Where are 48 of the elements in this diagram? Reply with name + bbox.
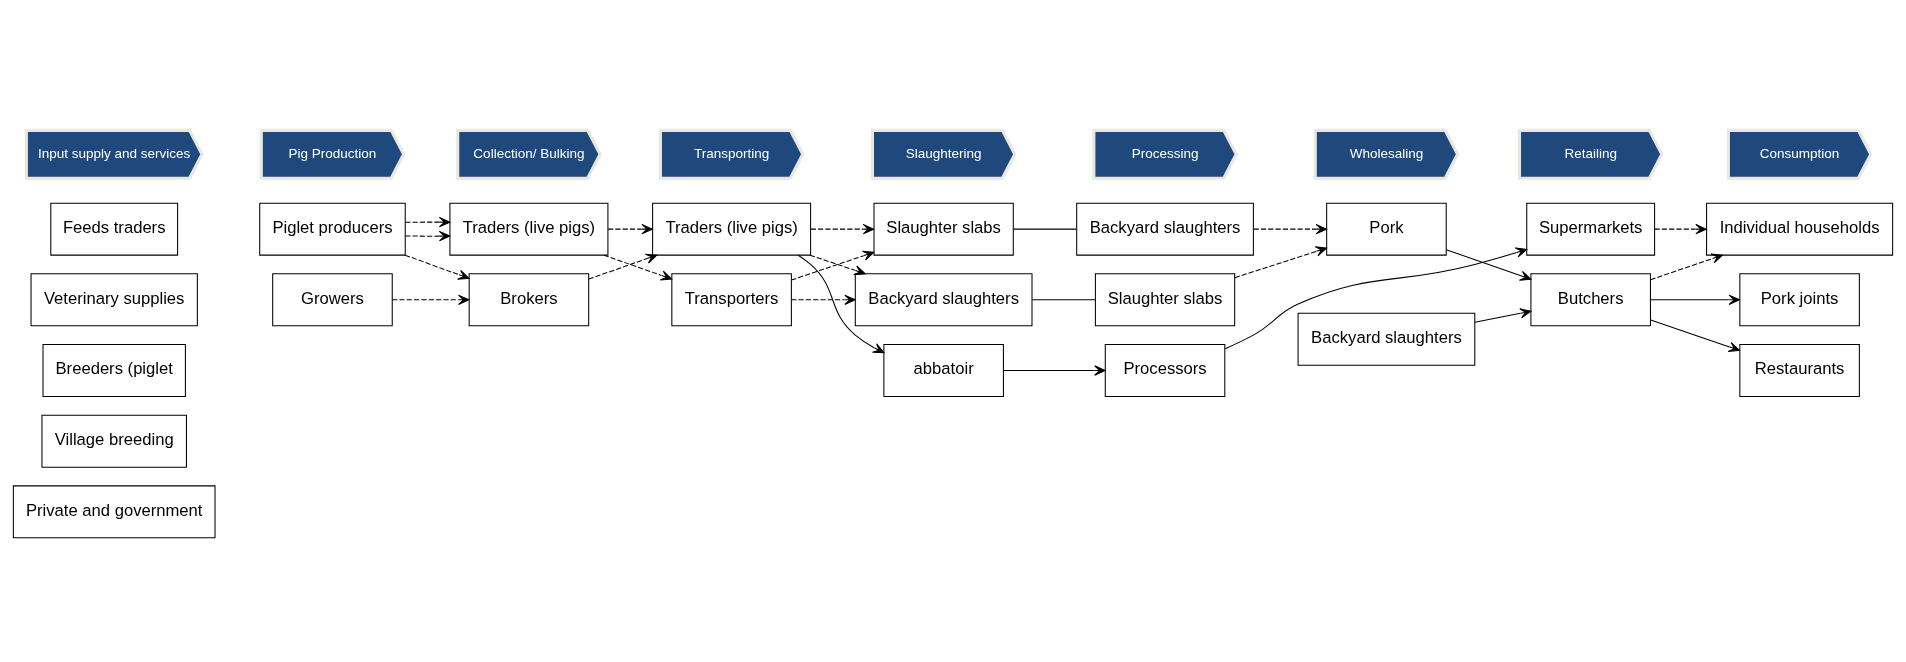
arrow bbox=[1224, 247, 1528, 350]
node-box: Individual households bbox=[1706, 202, 1894, 256]
arrow bbox=[607, 223, 653, 235]
node-box: Feeds traders bbox=[50, 202, 179, 256]
node-box: Restaurants bbox=[1739, 344, 1860, 397]
arrow bbox=[391, 294, 470, 305]
arrow bbox=[404, 216, 451, 228]
arrow bbox=[1002, 365, 1106, 376]
arrow bbox=[809, 254, 866, 276]
arrow bbox=[404, 254, 470, 280]
arrow bbox=[1474, 308, 1532, 323]
arrow bbox=[810, 223, 875, 235]
node-box: Brokers bbox=[468, 273, 590, 327]
node-box: Pork joints bbox=[1739, 273, 1860, 327]
arrow bbox=[1445, 249, 1532, 281]
node-box: Pork bbox=[1326, 202, 1447, 256]
node-box: Processors bbox=[1104, 344, 1226, 397]
arrow bbox=[603, 254, 673, 281]
arrow bbox=[404, 230, 451, 242]
node-box: Veterinary supplies bbox=[30, 273, 198, 327]
node-box: Backyard slaughters bbox=[1076, 202, 1254, 256]
arrow bbox=[1650, 294, 1740, 305]
arrow bbox=[588, 253, 658, 280]
node-box: Slaughter slabs bbox=[873, 202, 1014, 256]
node-box: Backyard slaughters bbox=[854, 273, 1033, 327]
arrow bbox=[1234, 246, 1327, 279]
node-box: Piglet producers bbox=[259, 202, 406, 256]
node-box: Supermarkets bbox=[1526, 202, 1656, 256]
arrow bbox=[790, 250, 875, 281]
arrow bbox=[790, 294, 856, 305]
arrow bbox=[1253, 223, 1328, 235]
node-box: Slaughter slabs bbox=[1094, 273, 1236, 327]
arrow bbox=[1650, 319, 1740, 352]
arrow bbox=[1650, 253, 1723, 281]
node-box: abbatoir bbox=[883, 344, 1004, 397]
arrow bbox=[1654, 223, 1707, 235]
node-box: Traders (live pigs) bbox=[652, 202, 812, 256]
arrow bbox=[797, 254, 885, 354]
node-box: Transporters bbox=[671, 273, 792, 327]
node-box: Growers bbox=[272, 273, 393, 327]
node-box: Butchers bbox=[1530, 273, 1651, 327]
node-box: Breeders (piglet bbox=[42, 344, 186, 397]
node-box: Traders (live pigs) bbox=[449, 202, 609, 256]
connector bbox=[1012, 228, 1077, 230]
node-box: Private and government bbox=[12, 485, 216, 539]
connector bbox=[1031, 299, 1096, 301]
node-box: Village breeding bbox=[41, 414, 187, 468]
node-box: Backyard slaughters bbox=[1297, 312, 1476, 366]
